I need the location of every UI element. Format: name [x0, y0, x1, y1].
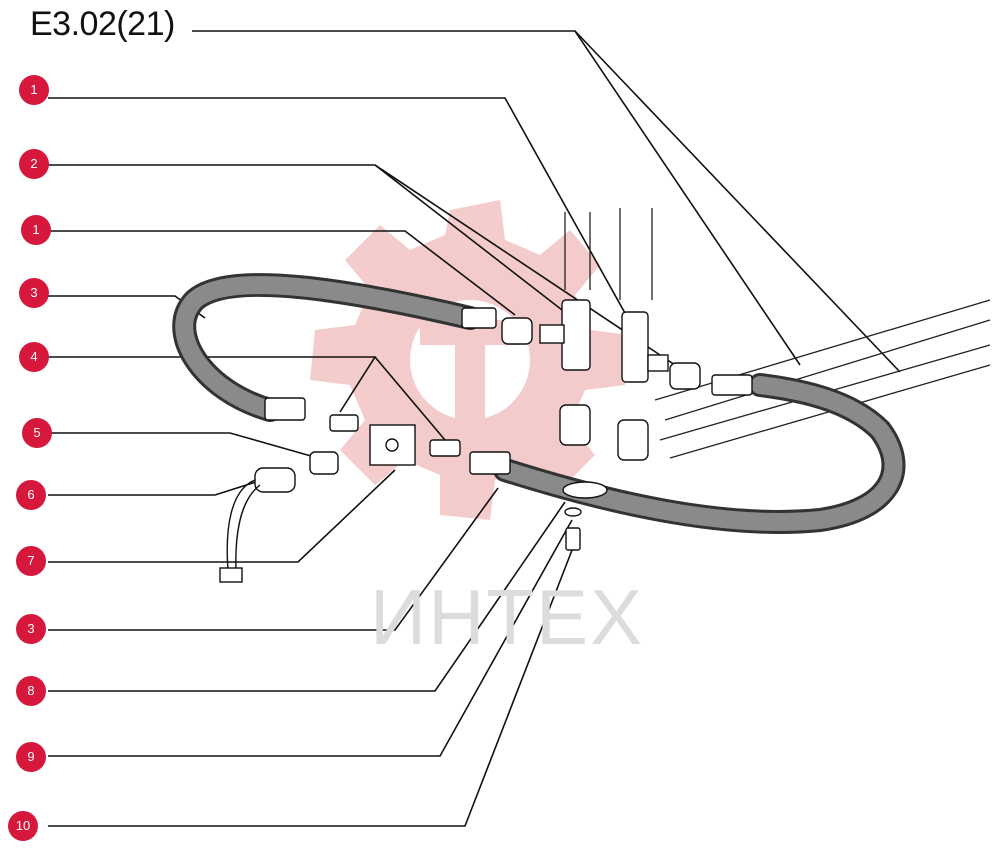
callout-4[interactable]: 4 — [19, 342, 49, 372]
elbow-lower-2 — [617, 419, 649, 461]
diagram-title: E3.02(21) — [30, 5, 175, 43]
callout-3-top[interactable]: 3 — [19, 278, 49, 308]
callout-5[interactable]: 5 — [22, 418, 52, 448]
leader-1-top — [48, 97, 641, 341]
callout-1-mid[interactable]: 1 — [21, 215, 51, 245]
leader-7 — [48, 469, 396, 563]
callout-8[interactable]: 8 — [16, 676, 46, 706]
clamp — [562, 481, 608, 499]
washer — [564, 507, 582, 517]
callout-1-top[interactable]: 1 — [19, 75, 49, 105]
tee-left-body — [561, 299, 591, 371]
hose-end-upper — [461, 307, 497, 329]
block-port — [385, 438, 399, 452]
fittings — [219, 299, 753, 583]
hose-end-lower — [469, 451, 511, 475]
bolt — [565, 527, 581, 551]
leader-10 — [48, 544, 575, 827]
connector — [219, 567, 243, 583]
leader-3-bot — [48, 487, 499, 631]
nut-right — [669, 362, 701, 390]
callout-7[interactable]: 7 — [16, 546, 46, 576]
leader-6 — [48, 479, 263, 496]
adapter-left — [329, 414, 359, 432]
callout-9[interactable]: 9 — [16, 742, 46, 772]
tee-right-body — [621, 311, 649, 383]
leader-8 — [48, 501, 566, 692]
elbow-lower-1 — [559, 404, 591, 446]
tee-left-arm — [539, 324, 565, 344]
adapter-right — [429, 439, 461, 457]
hose-inner — [175, 276, 903, 531]
leader-5 — [48, 432, 319, 459]
leader-1-mid — [48, 230, 516, 316]
leader-9 — [48, 519, 573, 757]
sensor-wires — [226, 479, 261, 571]
hose-end-left — [264, 397, 306, 421]
hose-end-right — [711, 374, 753, 396]
leader-4-b — [374, 356, 446, 441]
tee-right-arm — [647, 354, 669, 372]
watermark-text: ИНТЕХ — [370, 573, 645, 661]
callout-6[interactable]: 6 — [16, 480, 46, 510]
callout-3-bottom[interactable]: 3 — [16, 614, 46, 644]
sensor-body — [254, 467, 296, 493]
nut-5 — [309, 451, 339, 475]
callout-2[interactable]: 2 — [19, 149, 49, 179]
nut-upper — [501, 317, 533, 345]
callout-10[interactable]: 10 — [8, 811, 38, 841]
leader-title-b — [574, 30, 901, 373]
hose-assembly — [172, 273, 906, 534]
